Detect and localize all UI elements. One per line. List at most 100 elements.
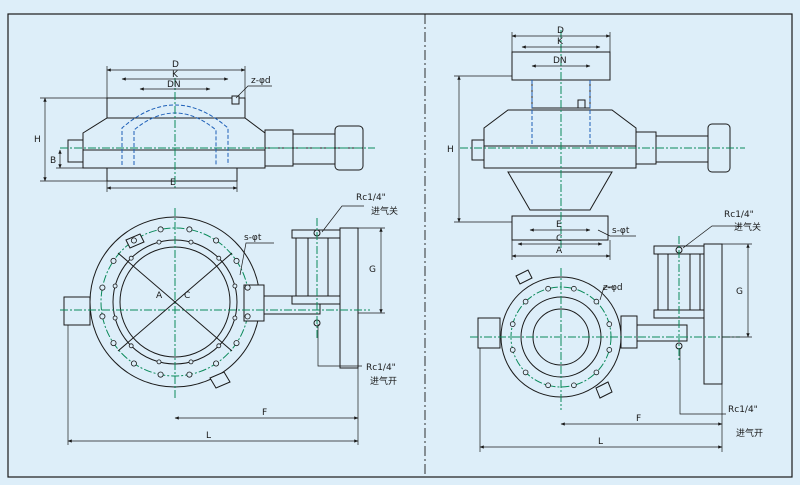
right-label-H: H (447, 145, 454, 155)
right-label-rc-bottom: Rc1/4" (728, 405, 758, 415)
right-label-F: F (636, 414, 641, 424)
left-label-s-phi-t: s-φt (244, 233, 262, 243)
left-inner-bolt-hole (188, 359, 194, 365)
left-top-bolt (231, 95, 240, 105)
left-label-K: K (172, 70, 179, 80)
right-label-L: L (598, 437, 603, 447)
leader (599, 286, 614, 301)
right-plan-view (470, 236, 740, 410)
left-bolt-hole (157, 371, 164, 378)
right-bottom-flange (511, 215, 609, 241)
sheet-frame (7, 13, 793, 478)
right-label-D: D (557, 26, 564, 36)
right-cylinder-barrel (655, 135, 709, 163)
right-elevation-dimensions (454, 32, 636, 260)
left-label-rc-bottom: Rc1/4" (366, 363, 396, 373)
leader (235, 85, 272, 99)
right-bolt-hole (545, 382, 551, 389)
left-plan-dimensions (67, 205, 385, 445)
left-bolt-hole (99, 284, 106, 291)
right-label-z-phi-d: z-φd (603, 283, 623, 293)
right-valve-body (483, 109, 637, 169)
left-label-F: F (262, 408, 267, 418)
left-plan-cylinder (295, 235, 341, 299)
left-bolt-hole (186, 371, 193, 378)
left-inner-bolt-hole (128, 255, 134, 261)
left-label-rc-top: Rc1/4" (356, 193, 386, 203)
right-label-air-open: 进气开 (736, 427, 763, 439)
left-inner-bolt-hole (216, 343, 222, 349)
left-label-L: L (206, 431, 211, 441)
right-plan-bolts (509, 285, 613, 389)
left-plan-labels: s-φt A C G F L Rc1/4" 进气关 Rc1/4" 进气开 (156, 193, 398, 441)
right-label-DN: DN (553, 56, 567, 66)
leader (239, 242, 274, 276)
left-label-air-open: 进气开 (370, 375, 397, 387)
right-bolt-hole (509, 321, 516, 327)
right-plan-handle-bottom (595, 381, 613, 399)
right-side-nub (471, 139, 485, 161)
leader (321, 205, 364, 233)
left-bottom-flange (106, 167, 238, 182)
right-label-C: C (556, 234, 562, 244)
right-label-s-phi-t: s-φt (612, 226, 630, 236)
left-plan-handle-bottom (209, 371, 231, 389)
left-label-B: B (50, 156, 56, 166)
leader (597, 229, 636, 237)
left-inner-bolt-hole (156, 239, 162, 245)
right-elevation-labels: D K DN H E C A s-φt (447, 26, 630, 256)
left-bolt-hole (233, 340, 240, 347)
left-bolt-hole (157, 226, 164, 233)
left-plan-cylinder-foot (291, 295, 345, 305)
right-label-rc-top: Rc1/4" (724, 210, 754, 220)
left-bolt-hole (233, 257, 240, 264)
left-bolt-hole (130, 237, 137, 244)
left-bolt-hole (99, 313, 106, 320)
left-bolt-hole (110, 257, 117, 264)
left-valve-body (82, 117, 266, 169)
left-label-air-close: 进气关 (371, 205, 398, 217)
dia-line (117, 252, 233, 352)
right-label-A: A (556, 246, 563, 256)
left-inner-bolt-hole (188, 239, 194, 245)
right-bolt-hole (593, 369, 600, 376)
left-label-DN: DN (167, 80, 181, 90)
left-top-flange (106, 97, 246, 119)
left-label-E: E (170, 178, 176, 188)
left-bolt-hole (110, 340, 117, 347)
left-plan-actuator-block (339, 227, 359, 369)
left-inner-bolt-hole (232, 283, 238, 289)
right-bolt-hole (606, 347, 613, 353)
left-inner-bolt-hole (232, 315, 238, 321)
left-label-D: D (172, 60, 179, 70)
left-plan-left-boss (63, 296, 91, 326)
right-plan-right-boss (620, 315, 638, 349)
left-bolt-hole (130, 360, 137, 367)
left-inner-bolt-hole (112, 283, 118, 289)
right-bolt-hole (522, 369, 529, 376)
right-plan-dimensions (479, 225, 752, 452)
right-side-elevation (460, 30, 745, 250)
right-bolt-hole (522, 298, 529, 305)
left-label-C: C (184, 291, 190, 301)
right-label-air-close: 进气关 (734, 221, 761, 233)
left-inner-bolt-hole (112, 315, 118, 321)
left-side-elevation (60, 78, 375, 190)
left-label-z-phi-d: z-φd (251, 76, 271, 86)
right-label-E: E (556, 220, 562, 230)
left-hidden-disc (121, 104, 229, 165)
right-plan-left-boss (477, 317, 501, 349)
right-plan-labels: Rc1/4" 进气关 z-φd G F L Rc1/4" 进气开 (598, 210, 763, 447)
left-inner-bolt-hole (128, 343, 134, 349)
right-plan-actuator-block (703, 243, 723, 385)
right-plan-handle-top (515, 269, 533, 285)
leader (679, 348, 726, 415)
left-label-H: H (34, 135, 41, 145)
right-bolt-hole (593, 298, 600, 305)
left-inner-bolt-hole (156, 359, 162, 365)
right-bolt-hole (606, 321, 613, 327)
left-elevation-labels: D K DN z-φd H B E (34, 60, 271, 188)
left-bolt-hole (213, 237, 220, 244)
left-inner-bolt-hole (216, 255, 222, 261)
